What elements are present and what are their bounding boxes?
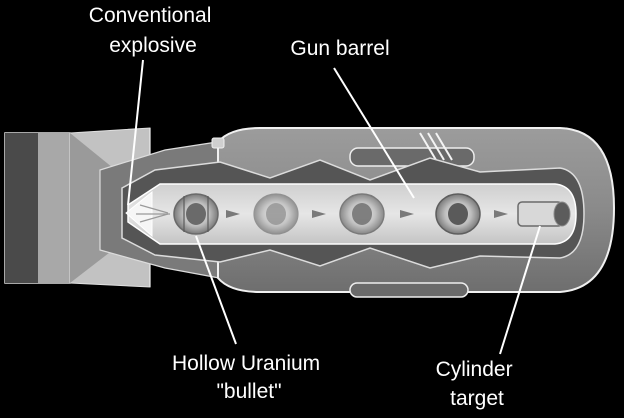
leader-lines <box>127 59 541 355</box>
leader-cylinder-target <box>499 225 541 355</box>
bullet-stage-2 <box>253 193 299 235</box>
label-hollow-uranium-bullet: Hollow Uranium "bullet" <box>172 352 326 403</box>
label-gun-barrel: Gun barrel <box>290 37 389 60</box>
body-knob <box>211 137 225 149</box>
label-conventional-explosive: Conventional explosive <box>89 4 217 57</box>
leader-hollow-uranium <box>195 235 237 345</box>
label-cylinder-target: Cylinder target <box>436 358 519 410</box>
bullet-stage-4 <box>435 193 481 235</box>
bottom-panel <box>349 282 469 298</box>
uranium-bullet <box>173 193 219 235</box>
motion-arrows <box>226 210 508 218</box>
leader-gun-barrel <box>333 67 415 199</box>
bullet-stage-3 <box>339 193 385 235</box>
leader-conventional-explosive <box>127 59 144 206</box>
cylinder-target <box>517 201 571 227</box>
explosive-charge <box>125 190 170 238</box>
